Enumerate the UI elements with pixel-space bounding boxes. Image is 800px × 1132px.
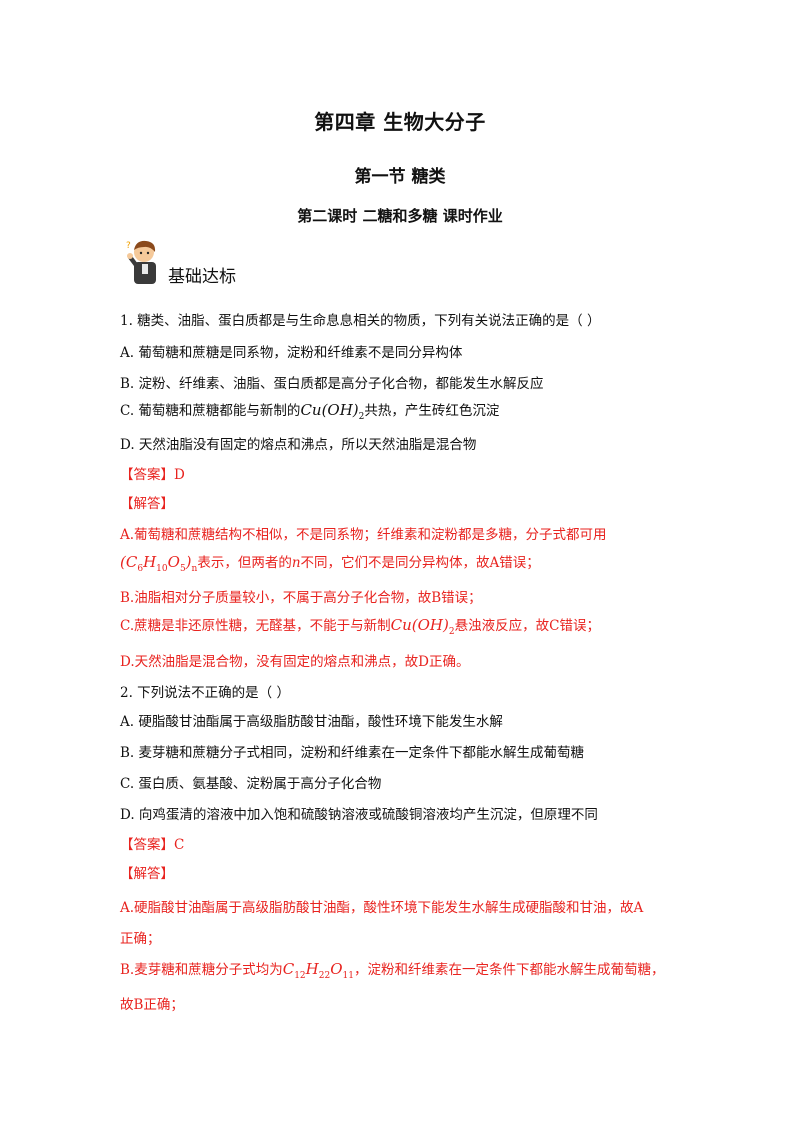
c6h10o5n-formula: (C6H10O5)n bbox=[120, 553, 198, 574]
q1-explain-c-text: C.蔗糖是非还原性糖，无醛基，不能于与新制 bbox=[120, 618, 391, 634]
q1-explain-b: B.油脂相对分子质量较小，不属于高分子化合物，故B错误； bbox=[120, 590, 482, 606]
lesson-title: 第二课时 二糖和多糖 课时作业 bbox=[297, 207, 503, 225]
q1-option-d: D. 天然油脂没有固定的熔点和沸点，所以天然油脂是混合物 bbox=[120, 437, 477, 453]
q1-analysis-label: 【解答】 bbox=[120, 496, 174, 512]
q2-explain-a-line1: A.硬脂酸甘油酯属于高级脂肪酸甘油酯，酸性环境下能发生水解生成硬脂酸和甘油，故A bbox=[120, 900, 644, 916]
c12h22o11-formula: C12H22O11 bbox=[282, 960, 354, 981]
q2-analysis-label: 【解答】 bbox=[120, 866, 174, 882]
q1-stem: 1. 糖类、油脂、蛋白质都是与生命息息相关的物质，下列有关说法正确的是（ ） bbox=[120, 313, 601, 329]
chapter-title: 第四章 生物大分子 bbox=[314, 110, 486, 134]
q2-stem: 2. 下列说法不正确的是（ ） bbox=[120, 685, 290, 701]
basic-section-heading: ? 基础达标 bbox=[122, 238, 322, 288]
q1-option-b: B. 淀粉、纤维素、油脂、蛋白质都是高分子化合物，都能发生水解反应 bbox=[120, 376, 544, 392]
q2-option-d: D. 向鸡蛋清的溶液中加入饱和硫酸钠溶液或硫酸铜溶液均产生沉淀，但原理不同 bbox=[120, 807, 598, 823]
q1-explain-a-text: 表示，但两者的 bbox=[197, 555, 292, 571]
q2-explain-b-line1: B.麦芽糖和蔗糖分子式均为C12H22O11，淀粉和纤维素在一定条件下都能水解生… bbox=[120, 958, 664, 981]
q1-explain-c-tail: 悬浊液反应，故C错误； bbox=[454, 618, 600, 634]
cuoh2-formula-2: Cu(OH)2 bbox=[390, 616, 455, 637]
q1-explain-a-n: n bbox=[291, 555, 301, 571]
section-label: 基础达标 bbox=[168, 267, 236, 287]
q1-answer: 【答案】D bbox=[120, 467, 185, 483]
section-title: 第一节 糖类 bbox=[354, 167, 446, 187]
q2-answer: 【答案】C bbox=[120, 837, 185, 853]
q1-explain-a-line2: (C6H10O5)n表示，但两者的n不同，它们不是同分异构体，故A错误； bbox=[120, 551, 540, 574]
q2-explain-b-tail: ，淀粉和纤维素在一定条件下都能水解生成葡萄糖， bbox=[353, 962, 665, 978]
q2-option-b: B. 麦芽糖和蔗糖分子式相同，淀粉和纤维素在一定条件下都能水解生成葡萄糖 bbox=[120, 745, 585, 761]
q1-explain-c: C.蔗糖是非还原性糖，无醛基，不能于与新制Cu(OH)2悬浊液反应，故C错误； bbox=[120, 614, 600, 637]
q1-option-c-text: C. 葡萄糖和蔗糖都能与新制的 bbox=[120, 403, 301, 419]
q2-explain-a-line2: 正确； bbox=[120, 931, 161, 947]
q1-option-c-tail: 共热，产生砖红色沉淀 bbox=[364, 403, 500, 419]
q2-explain-b-text: B.麦芽糖和蔗糖分子式均为 bbox=[120, 962, 283, 978]
q1-option-c: C. 葡萄糖和蔗糖都能与新制的Cu(OH)2共热，产生砖红色沉淀 bbox=[120, 399, 499, 422]
q2-option-c: C. 蛋白质、氨基酸、淀粉属于高分子化合物 bbox=[120, 776, 382, 792]
cuoh2-formula: Cu(OH)2 bbox=[300, 401, 365, 422]
q2-option-a: A. 硬脂酸甘油酯属于高级脂肪酸甘油酯，酸性环境下能发生水解 bbox=[120, 714, 503, 730]
q1-option-a: A. 葡萄糖和蔗糖是同系物，淀粉和纤维素不是同分异构体 bbox=[120, 345, 463, 361]
svg-text:?: ? bbox=[126, 241, 131, 251]
thinking-student-icon: ? bbox=[126, 240, 156, 284]
q2-explain-b-line2: 故B正确； bbox=[120, 997, 184, 1013]
q1-explain-d: D.天然油脂是混合物，没有固定的熔点和沸点，故D正确。 bbox=[120, 654, 470, 670]
q1-explain-a-line1: A.葡萄糖和蔗糖结构不相似，不是同系物；纤维素和淀粉都是多糖，分子式都可用 bbox=[120, 527, 607, 543]
q1-explain-a-tail: 不同，它们不是同分异构体，故A错误； bbox=[300, 555, 540, 571]
